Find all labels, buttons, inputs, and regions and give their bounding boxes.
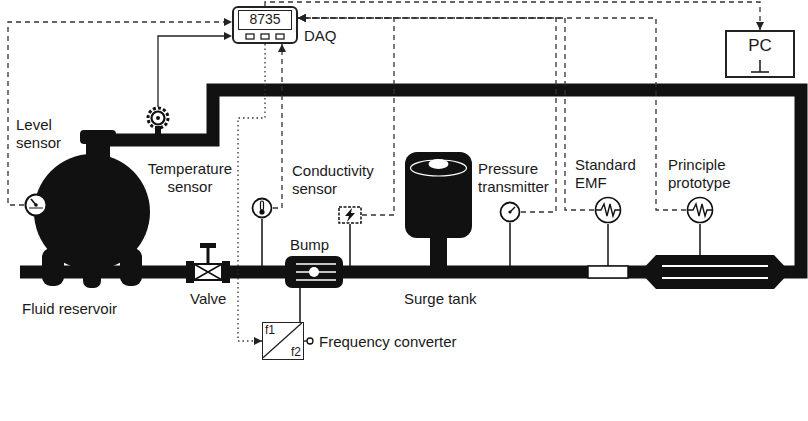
sensor-label: Pressure transmitter xyxy=(478,160,549,196)
computer-box: PC xyxy=(725,30,795,78)
flowmeter-symbol: Principle prototype xyxy=(686,196,714,224)
prototype-body xyxy=(640,255,790,289)
node-outline xyxy=(24,193,48,217)
frequency-out: f2 xyxy=(291,345,301,359)
conductivity-sensor: Conductivity sensor xyxy=(338,206,362,224)
pipe-loop xyxy=(20,90,801,272)
pressure-gauge: Pressure transmitter xyxy=(499,201,521,223)
node-outline xyxy=(338,206,362,224)
device-label: DAQ xyxy=(304,27,337,45)
sensor-stems xyxy=(36,217,700,266)
connector-line xyxy=(265,2,760,30)
level-sensor-gauge: Level sensor xyxy=(24,193,48,217)
computer-label: PC xyxy=(727,36,793,56)
converter-box: f1f2Frequency converter xyxy=(262,322,304,360)
arrow-head xyxy=(224,18,232,26)
surge-tank-symbol xyxy=(405,152,472,268)
connector-line xyxy=(273,44,282,208)
node-outline xyxy=(251,197,273,219)
arrow-head xyxy=(278,44,286,52)
signal-connector xyxy=(273,44,286,208)
sensor-label: Level sensor xyxy=(16,116,61,152)
arrow-head xyxy=(254,337,262,345)
node-outline xyxy=(686,196,714,224)
flowmeter-symbol: Standard EMF xyxy=(594,196,622,224)
flowmeter-body xyxy=(588,266,628,278)
node-outline xyxy=(594,196,622,224)
arrow-head xyxy=(298,14,306,22)
signal-connector xyxy=(238,44,265,345)
pump-symbol xyxy=(285,256,343,322)
connector-line xyxy=(238,44,265,341)
display-value: 8735 xyxy=(238,10,292,30)
part-label: Bump xyxy=(290,236,329,254)
part-label: Fluid reservoir xyxy=(22,300,117,318)
frequency-in: f1 xyxy=(265,323,275,337)
node-outline xyxy=(499,201,521,223)
temperature-sensor: Temperature sensor xyxy=(251,197,273,219)
arrow-head xyxy=(756,22,764,30)
reservoir-tank xyxy=(34,130,150,288)
part-label: Valve xyxy=(190,290,226,308)
converter-terminal xyxy=(304,338,313,344)
signal-connector xyxy=(265,2,764,30)
connector-line xyxy=(8,22,232,205)
sensor-label: Temperature sensor xyxy=(148,160,232,196)
part-label: Surge tank xyxy=(404,290,477,308)
valve-symbol xyxy=(186,243,230,283)
signal-connector xyxy=(8,18,232,205)
arrow-head xyxy=(298,14,306,22)
arrow-head xyxy=(298,14,306,22)
sensor-label: Conductivity sensor xyxy=(292,162,374,198)
arrow-head xyxy=(298,14,306,22)
daq-device: 8735DAQ xyxy=(232,6,298,44)
sensor-label: Standard EMF xyxy=(575,156,636,192)
sensor-label: Principle prototype xyxy=(668,156,731,192)
converter-label: Frequency converter xyxy=(319,333,457,351)
flow-meter-symbol xyxy=(148,32,232,135)
